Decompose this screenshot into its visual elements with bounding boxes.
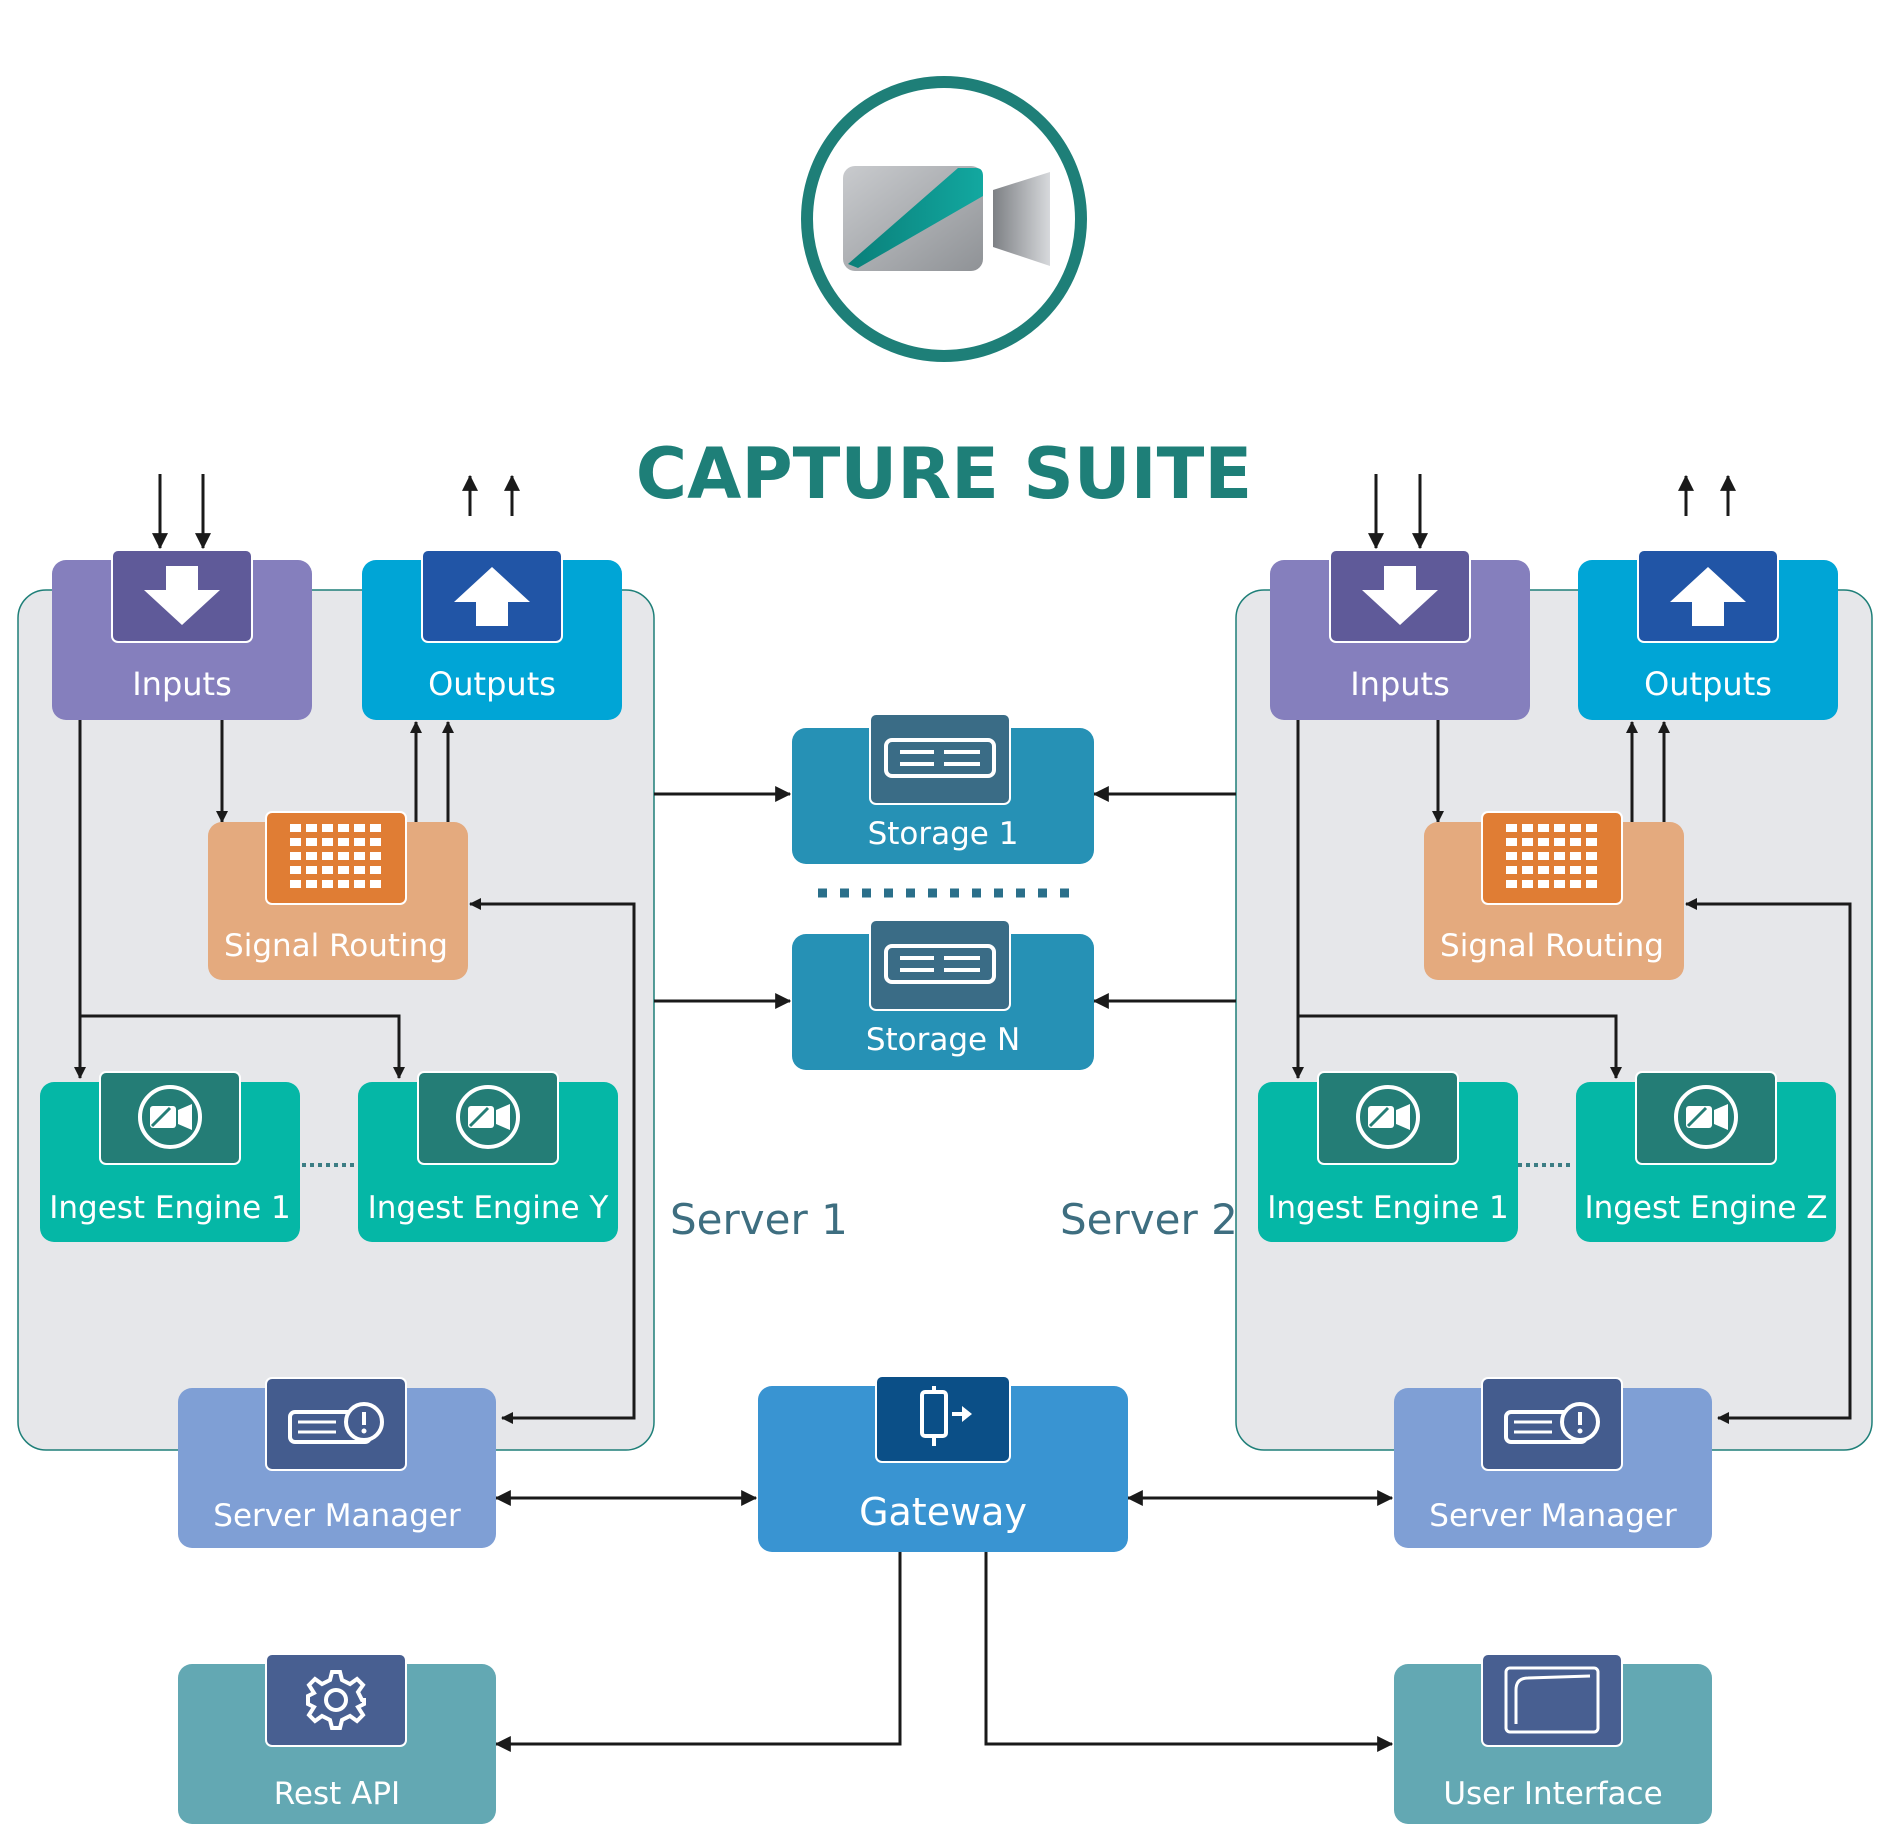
storage-label: Storage 1	[868, 816, 1019, 852]
ingest-engine-node[interactable]: Ingest Engine Y	[358, 1071, 618, 1242]
inputs-to-ingest-z-arrow	[1298, 1014, 1622, 1079]
gateway-to-rest-api-arrow	[494, 1552, 902, 1752]
ingest-engine-label: Ingest Engine Y	[368, 1190, 609, 1226]
signal-routing-label: Signal Routing	[1440, 928, 1664, 964]
inputs-label: Inputs	[132, 665, 232, 703]
inputs-label: Inputs	[1350, 665, 1450, 703]
arrow-up-icon	[1670, 567, 1746, 626]
manager-routing-link	[1685, 898, 1852, 1424]
inputs-to-ingest-y-arrow	[80, 1014, 405, 1079]
server-alert-icon	[1504, 1402, 1600, 1444]
router-grid-icon	[290, 824, 381, 888]
ingest-engine-node[interactable]: Ingest Engine Z	[1576, 1071, 1836, 1242]
outputs-label: Outputs	[428, 665, 556, 703]
server-manager-label: Server Manager	[213, 1498, 461, 1534]
camera-icon	[138, 1085, 202, 1149]
inputs-node[interactable]: Inputs	[1270, 549, 1530, 720]
server-manager-node[interactable]: Server Manager	[1394, 1377, 1712, 1548]
arrow-down-icon	[144, 566, 220, 625]
storage-icon	[884, 738, 996, 778]
inputs-node[interactable]: Inputs	[52, 549, 312, 720]
manager-routing-link	[469, 898, 636, 1424]
server-manager-label: Server Manager	[1429, 1498, 1677, 1534]
connectors	[74, 474, 1852, 1752]
outputs-label: Outputs	[1644, 665, 1772, 703]
gear-icon	[306, 1670, 366, 1730]
gateway-label: Gateway	[859, 1490, 1027, 1534]
ingest-engine-node[interactable]: Ingest Engine 1	[1258, 1071, 1518, 1242]
rest-api-label: Rest API	[274, 1776, 400, 1812]
storage-node[interactable]: Storage 1	[792, 713, 1094, 864]
server-alert-icon	[288, 1402, 384, 1444]
storage-node[interactable]: Storage N	[792, 919, 1094, 1070]
arrow-up-icon	[454, 567, 530, 626]
storage-icon	[884, 944, 996, 984]
ingest-engine-label: Ingest Engine Z	[1584, 1190, 1827, 1226]
signal-routing-node[interactable]: Signal Routing	[1424, 811, 1684, 980]
ingest-engine-label: Ingest Engine 1	[49, 1190, 291, 1226]
monitor-icon	[1504, 1666, 1600, 1734]
server-2-label: Server 2	[1060, 1195, 1238, 1244]
ingest-engine-node[interactable]: Ingest Engine 1	[40, 1071, 300, 1242]
capture-suite-logo	[801, 76, 1087, 362]
signal-routing-node[interactable]: Signal Routing	[208, 811, 468, 980]
outputs-node[interactable]: Outputs	[362, 549, 622, 720]
server-1-label: Server 1	[670, 1195, 848, 1244]
storage-label: Storage N	[866, 1022, 1020, 1058]
gateway-node[interactable]: Gateway	[758, 1375, 1128, 1552]
user-interface-label: User Interface	[1443, 1776, 1662, 1812]
arrow-down-icon	[1362, 566, 1438, 625]
user-interface-node[interactable]: User Interface	[1394, 1653, 1712, 1824]
camera-icon	[1356, 1085, 1420, 1149]
signal-routing-label: Signal Routing	[224, 928, 448, 964]
router-grid-icon	[1506, 824, 1597, 888]
camera-icon	[456, 1085, 520, 1149]
outputs-node[interactable]: Outputs	[1578, 549, 1838, 720]
camera-logo-icon	[843, 166, 1050, 271]
camera-icon	[1674, 1085, 1738, 1149]
gateway-to-ui-arrow	[984, 1552, 1394, 1752]
rest-api-node[interactable]: Rest API	[178, 1653, 496, 1824]
page-title: CAPTURE SUITE	[636, 433, 1252, 515]
ingest-engine-label: Ingest Engine 1	[1267, 1190, 1509, 1226]
gateway-icon	[920, 1386, 972, 1446]
server-manager-node[interactable]: Server Manager	[178, 1377, 496, 1548]
